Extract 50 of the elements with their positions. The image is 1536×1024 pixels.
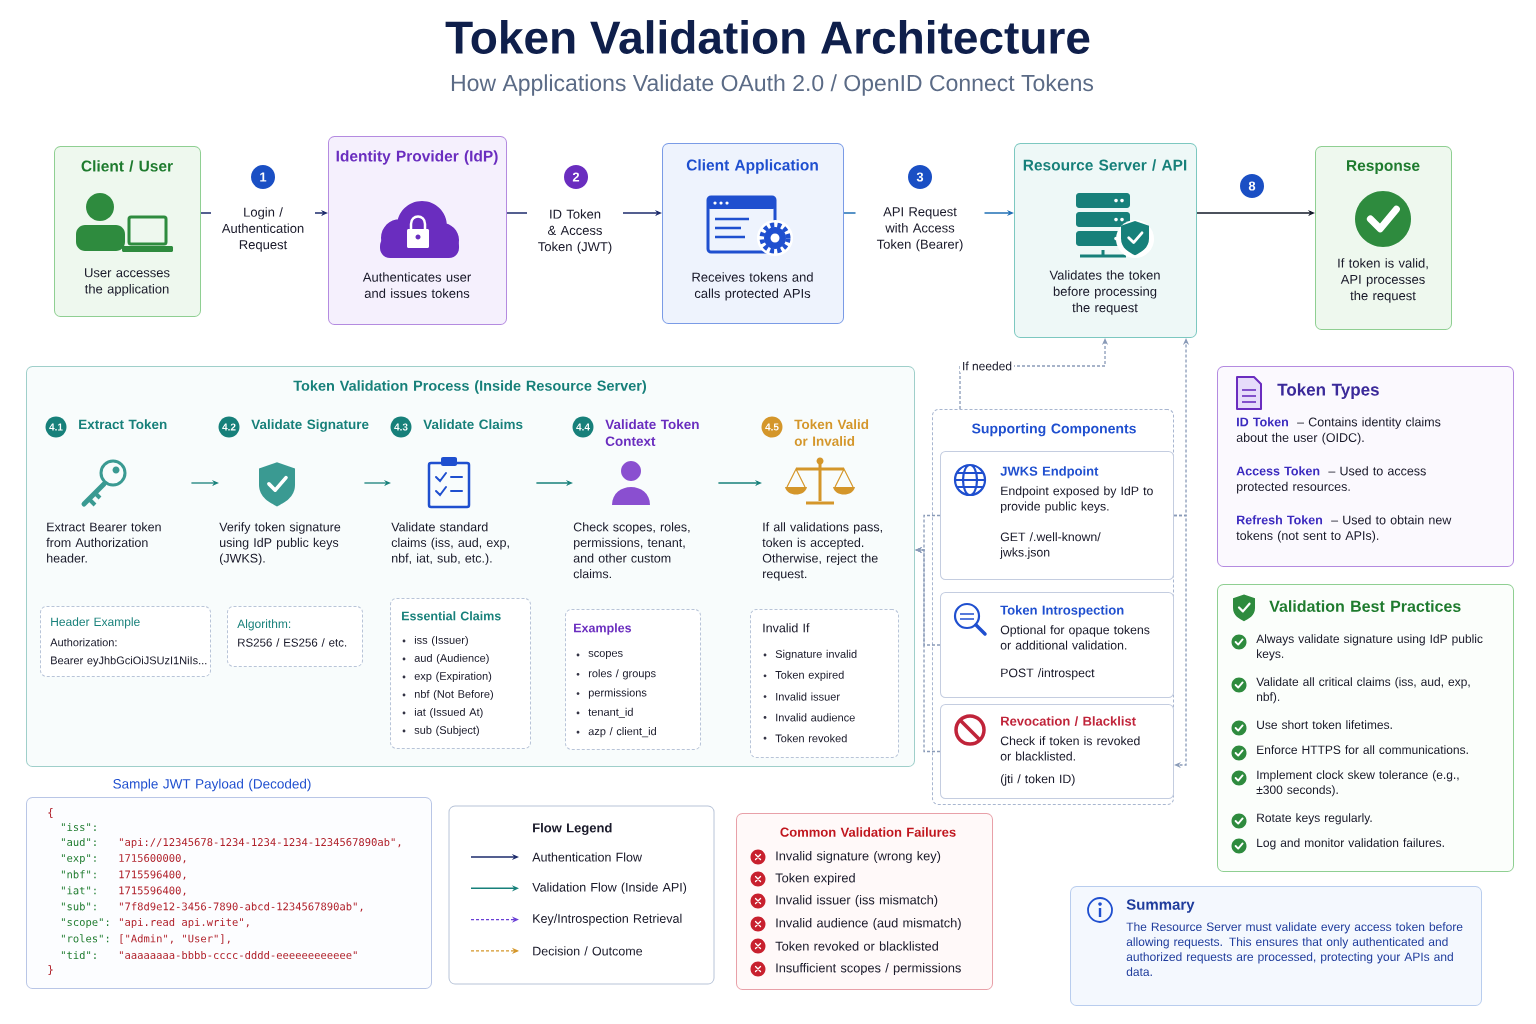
legend-entry: Validation Flow (Inside API) — [470, 882, 687, 895]
info-card: Validation Best Practices Always validate signature using IdP public keys. Validate all critical claims (iss, aud, exp, nbf). Use short token lifetimes. Enforce HTTPS for all communications. Implement clock skew tolerance (e.g., ±300 seconds). Rotate keys regularly. Log and monitor validation failures. — [1217, 584, 1514, 872]
component-card: Client / User User accesses the application — [54, 146, 201, 317]
legend-title: Flow Legend — [533, 822, 612, 836]
edge-label: API Request with Access Token (Bearer) — [855, 205, 985, 254]
component-card: Token Introspection Optional for opaque tokens or additional validation. POST /introspect — [940, 592, 1174, 698]
component-card: Client Application Receives tokens and calls protected APIs — [662, 143, 844, 324]
arrow — [1173, 514, 1187, 769]
legend-entry: Decision / Outcome — [470, 946, 643, 956]
conditions-box: Invalid If Signature invalid Token expired Invalid issuer Invalid audience Token revoked — [750, 609, 899, 758]
step-number-badge: 4.4 — [572, 416, 594, 438]
step-heading: Validate Claims — [423, 419, 523, 430]
failures-card: Common Validation Failures Invalid signature (wrong key) Token expired Invalid issuer (iss mismatch) Invalid audience (aud mismatch) Token revoked or blacklisted Insufficient scopes / permissions — [736, 813, 993, 990]
claims-box: Essential Claims iss (Issuer) aud (Audience) exp (Expiration) nbf (Not Before) iat (Issued At) sub (Subject) — [390, 598, 531, 749]
summary-card: Summary The Resource Server must validate every access token before allowing requests. This ensures that only authenticated and authorized requests are processed, protecting your APIs and data. — [1070, 886, 1482, 1006]
component-card: Resource Server / API Validates the token before processing the request — [1014, 143, 1197, 338]
step-number-badge: 4.2 — [218, 416, 240, 438]
legend-entry: Authentication Flow — [470, 852, 642, 862]
node-label: Sample JWT Payload (Decoded) — [113, 778, 311, 792]
step-description: Extract Bearer token from Authorization header. — [46, 522, 161, 563]
edge-label: If needed — [960, 359, 1015, 373]
legend-entry: Key/Introspection Retrieval — [470, 913, 682, 926]
step-description: Validate standard claims (iss, aud, exp, nbf, iat, sub, etc.). — [391, 522, 509, 566]
step-number-badge: 2 — [564, 165, 588, 189]
title: Token Validation Architecture — [445, 20, 1090, 54]
step-description: Verify token signature using IdP public keys (JWKS). — [219, 522, 341, 566]
step-heading: Token Valid or Invalid — [794, 419, 869, 446]
subtitle: How Applications Validate OAuth 2.0 / OpenID Connect Tokens — [451, 74, 1094, 96]
component-card: Identity Provider (IdP) Authenticates user and issues tokens — [328, 136, 507, 325]
code-panel: Sample JWT Payload (Decoded) { "iss": "aud": "api://12345678-1234-1234-1234-1234567890ab", "exp": 1715600000, "nbf": 1715596400, "iat": 1715596400, "sub": "7f8d9e12-3456-7890-abcd-1234567890ab", "scope": "api.read api.write", "roles": ["Admin", "User"], "tid": "aaaaaaaa-bbbb-cccc-dddd-eeeeeeeeeeee" } — [26, 778, 432, 989]
example-box: Algorithm: RS256 / ES256 / etc. — [227, 606, 363, 667]
step-number-badge: 1 — [251, 165, 275, 189]
edge-label: ID Token & Access Token (JWT) — [527, 207, 623, 256]
step-heading: Validate Token Context — [605, 419, 699, 446]
step-number-badge: 4.3 — [390, 416, 412, 438]
examples-box: Examples scopes roles / groups permissions tenant_id azp / client_id — [565, 609, 701, 750]
step-number-badge: 3 — [908, 165, 932, 189]
example-box: Header Example Authorization: Bearer eyJhbGciOiJSUzI1NiIs... — [40, 606, 211, 677]
step-description: If all validations pass, token is accepted. Otherwise, reject the request. — [762, 522, 882, 581]
step-heading: Validate Signature — [251, 419, 369, 432]
step-number-badge: 8 — [1240, 174, 1264, 198]
info-card: Token Types ID Token – Contains identity claims about the user (OIDC). Access Token – Used to access protected resources. Refresh Token – Used to obtain new tokens (not sent to APIs). — [1217, 366, 1514, 567]
step-number-badge: 4.5 — [761, 416, 783, 438]
component-card: JWKS Endpoint Endpoint exposed by IdP to provide public keys. GET /.well-known/ jwks.json — [940, 451, 1174, 580]
component-card: Revocation / Blacklist Check if token is revoked or blacklisted. (jti / token ID) — [940, 704, 1174, 799]
step-heading: Extract Token — [79, 419, 167, 430]
component-card: Response If token is valid, API processes the request — [1315, 146, 1452, 330]
step-number-badge: 4.1 — [45, 416, 67, 438]
step-description: Check scopes, roles, permissions, tenant, and other custom claims. — [573, 522, 690, 579]
edge-label: Login / Authentication Request — [211, 205, 315, 254]
